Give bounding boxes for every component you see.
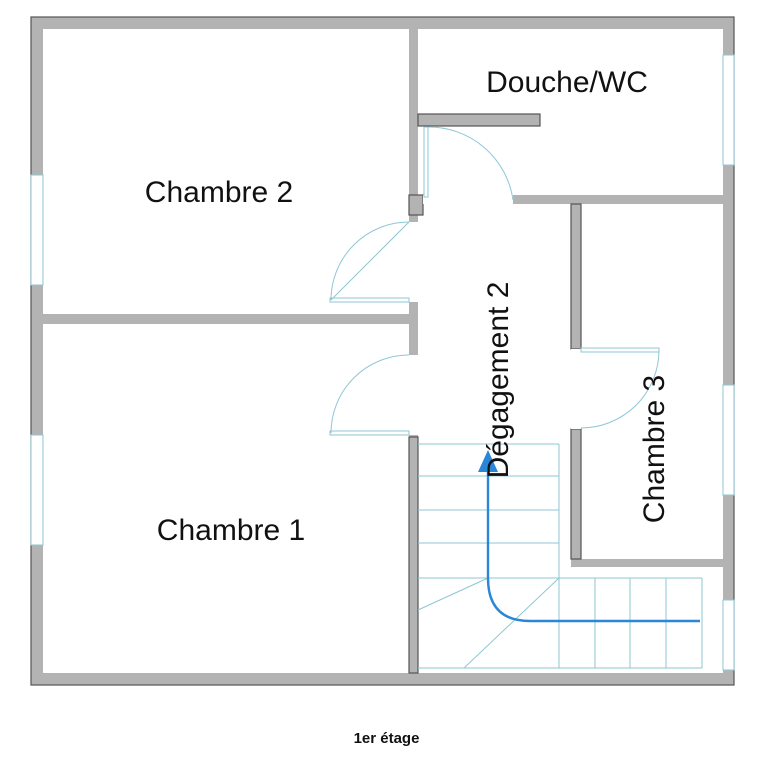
- degagement-stub-wall: [408, 194, 424, 216]
- room-douche-wc-floor: [418, 29, 723, 195]
- door-chambre2-icon[interactable]: [329, 221, 410, 303]
- window-chambre1-icon: [30, 434, 44, 546]
- chambre3-wall-lower: [570, 428, 582, 560]
- door-chambre3-icon[interactable]: [580, 347, 660, 429]
- room-label-chambre-3: Chambre 3: [638, 375, 671, 523]
- chambre3-wall: [570, 203, 582, 350]
- room-chambre-1-floor: [43, 324, 409, 673]
- room-degagement-floor: [418, 127, 723, 673]
- window-chambre3-icon: [722, 384, 735, 496]
- window-stair-icon: [722, 599, 735, 671]
- door-chambre1-icon[interactable]: [329, 354, 410, 436]
- douche-partition: [417, 113, 541, 127]
- room-label-douche-wc: Douche/WC: [486, 66, 648, 99]
- room-chambre-2-floor: [43, 29, 409, 314]
- floor-caption: 1er étage: [353, 730, 420, 747]
- door-gap-douche: [423, 195, 513, 204]
- window-chambre2-icon: [30, 174, 44, 286]
- door-douche-icon[interactable]: [423, 126, 514, 201]
- stair-wall-left: [408, 436, 419, 674]
- door-gap-chambre1: [409, 355, 418, 435]
- door-gap-chambre3: [571, 349, 581, 429]
- stair-direction-arrow-icon: [478, 450, 700, 623]
- room-label-chambre-2: Chambre 2: [145, 176, 293, 209]
- room-label-degagement-2: Dégagement 2: [482, 282, 515, 479]
- door-gap-chambre2: [409, 222, 418, 302]
- room-label-chambre-1: Chambre 1: [157, 514, 305, 547]
- window-douche-icon: [722, 54, 735, 166]
